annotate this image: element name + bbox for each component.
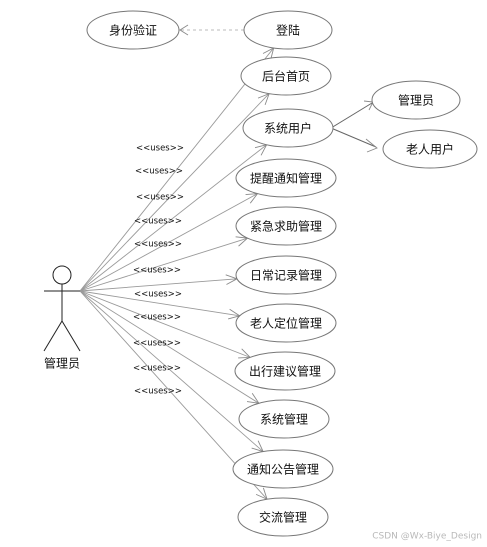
actor-right-leg: [61, 320, 81, 352]
use-case-list: 登陆后台首页系统用户提醒通知管理紧急求助管理日常记录管理老人定位管理出行建议管理…: [232, 10, 337, 537]
stereotype-label-jinji: <<uses>>: [134, 240, 182, 250]
stereotype-label-denglu: <<uses>>: [136, 144, 184, 154]
use-case-jinji[interactable]: 紧急求助管理: [235, 206, 337, 246]
use-case-ellipse-jinji: [235, 206, 337, 246]
use-case-ellipse-denglu: [243, 10, 333, 50]
generalization-arrow-elder: [365, 138, 378, 153]
association-line-xitong: [79, 290, 260, 404]
association-line-tongzhi: [79, 290, 264, 452]
association-line-richang: [79, 278, 238, 292]
use-case-label-tongzhi: 通知公告管理: [247, 462, 319, 477]
use-case-denglu[interactable]: 登陆: [243, 10, 333, 50]
use-case-elder-user[interactable]: 老人用户: [382, 129, 478, 169]
use-case-label-xitongyonghu: 系统用户: [264, 121, 312, 136]
association-line-xitongyonghu: [79, 144, 267, 292]
use-case-admin-user-label: 管理员: [398, 93, 434, 108]
use-case-dingwei[interactable]: 老人定位管理: [235, 303, 337, 343]
actor-left-leg: [43, 320, 63, 352]
stereotype-labels: <<uses>> <<uses>> <<uses>> <<uses>> <<uses>>…: [133, 144, 184, 397]
use-case-ellipse-houtai: [240, 56, 332, 96]
use-case-richang[interactable]: 日常记录管理: [235, 255, 337, 295]
generalization-line-admin: [330, 102, 373, 129]
use-case-label-houtai: 后台首页: [262, 69, 310, 84]
use-case-jiaoliu[interactable]: 交流管理: [237, 497, 329, 537]
use-case-label-jinji: 紧急求助管理: [250, 219, 322, 234]
use-case-label-jiaoliu: 交流管理: [259, 510, 307, 525]
use-case-ellipse-xitong: [238, 399, 330, 439]
stereotype-label-tongzhi: <<uses>>: [133, 364, 181, 374]
use-case-ellipse-chuxing: [234, 351, 336, 391]
association-line-denglu: [79, 47, 275, 292]
stereotype-label-dingwei: <<uses>>: [134, 290, 182, 300]
use-case-tongzhi[interactable]: 通知公告管理: [232, 449, 334, 489]
association-line-houtai: [79, 93, 270, 292]
actor-head: [52, 265, 72, 285]
use-case-xitongyonghu[interactable]: 系统用户: [242, 108, 334, 148]
use-case-label-xitong: 系统管理: [260, 412, 308, 427]
use-case-label-chuxing: 出行建议管理: [249, 364, 321, 379]
use-case-label-denglu: 登陆: [276, 23, 300, 38]
generalization-line-elder: [330, 127, 377, 148]
association-line-dingwei: [79, 290, 240, 317]
use-case-ellipse-tixing: [235, 158, 337, 198]
stereotype-label-chuxing: <<uses>>: [133, 313, 181, 323]
stereotype-label-houtai: <<uses>>: [135, 167, 183, 177]
use-case-auth[interactable]: 身份验证: [86, 10, 180, 50]
use-case-ellipse-xitongyonghu: [242, 108, 334, 148]
actor-admin[interactable]: 管理员: [43, 265, 81, 371]
use-case-xitong[interactable]: 系统管理: [238, 399, 330, 439]
stereotype-label-tixing: <<uses>>: [134, 217, 182, 227]
use-case-ellipse-tongzhi: [232, 449, 334, 489]
stereotype-label-jiaoliu: <<uses>>: [134, 387, 182, 397]
stereotype-label-richang: <<uses>>: [133, 266, 181, 276]
use-case-chuxing[interactable]: 出行建议管理: [234, 351, 336, 391]
use-case-ellipse-jiaoliu: [237, 497, 329, 537]
association-line-chuxing: [79, 290, 251, 358]
association-line-jinji: [79, 237, 248, 292]
use-case-label-richang: 日常记录管理: [250, 268, 322, 283]
watermark: CSDN @Wx-Biye_Design: [372, 532, 482, 542]
use-case-auth-label: 身份验证: [109, 23, 157, 38]
use-case-tixing[interactable]: 提醒通知管理: [235, 158, 337, 198]
actor-label: 管理员: [44, 356, 80, 371]
use-case-label-tixing: 提醒通知管理: [250, 171, 322, 186]
association-line-tixing: [79, 193, 258, 292]
use-case-label-dingwei: 老人定位管理: [250, 316, 322, 331]
use-case-houtai[interactable]: 后台首页: [240, 56, 332, 96]
use-case-elder-user-label: 老人用户: [406, 142, 454, 157]
use-case-ellipse-dingwei: [235, 303, 337, 343]
use-case-ellipse-richang: [235, 255, 337, 295]
use-case-admin-user[interactable]: 管理员: [371, 80, 461, 120]
stereotype-label-xitong: <<uses>>: [133, 339, 181, 349]
association-lines: [79, 47, 275, 501]
stereotype-label-xitongyonghu: <<uses>>: [136, 193, 184, 203]
include-link-auth-arrow: [179, 24, 189, 36]
